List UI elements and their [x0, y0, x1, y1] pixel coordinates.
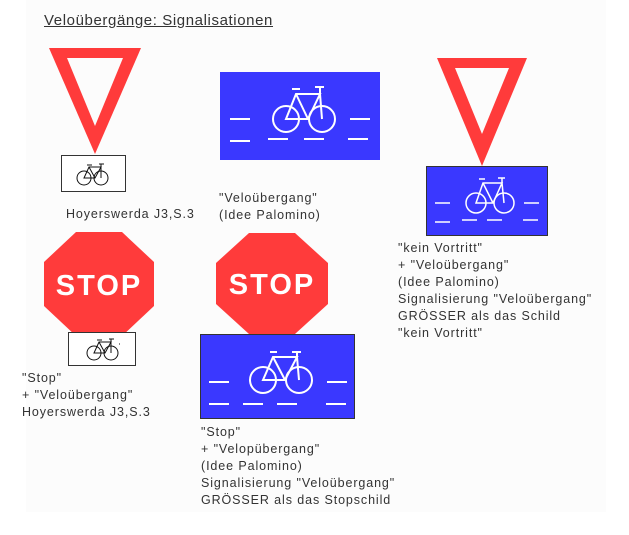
bicycle-crossing-icon [209, 351, 347, 405]
stop-octagon-icon: STOP [216, 233, 328, 334]
blue-bike-crossing-plate [200, 334, 355, 419]
caption-sign-1: Hoyerswerda J3,S.3 [66, 207, 195, 221]
blue-bike-crossing-sign [220, 72, 380, 160]
small-bike-plate [68, 332, 136, 366]
bicycle-icon [86, 338, 120, 361]
blue-bike-crossing-plate [426, 166, 548, 236]
page-title: Veloübergänge: Signalisationen [44, 12, 274, 29]
caption-sign-5: "Stop" + "Velopübergang" (Idee Palomino)… [201, 425, 396, 507]
caption-sign-4: "Stop" + "Veloübergang" Hoyerswerda J3,S… [22, 371, 151, 419]
caption-sign-2: "Veloübergang" (Idee Palomino) [219, 191, 321, 222]
stop-octagon-icon: STOP [44, 232, 154, 336]
svg-text:STOP: STOP [229, 269, 315, 301]
bicycle-icon [76, 163, 109, 186]
small-bike-plate [61, 155, 126, 192]
caption-sign-3: "kein Vortritt" + "Veloübergang" (Idee P… [398, 241, 593, 340]
svg-text:STOP: STOP [56, 270, 142, 302]
yield-triangle-icon [49, 48, 141, 154]
bicycle-crossing-icon [230, 86, 370, 142]
bicycle-crossing-icon [435, 177, 539, 223]
yield-triangle-icon [437, 58, 527, 166]
